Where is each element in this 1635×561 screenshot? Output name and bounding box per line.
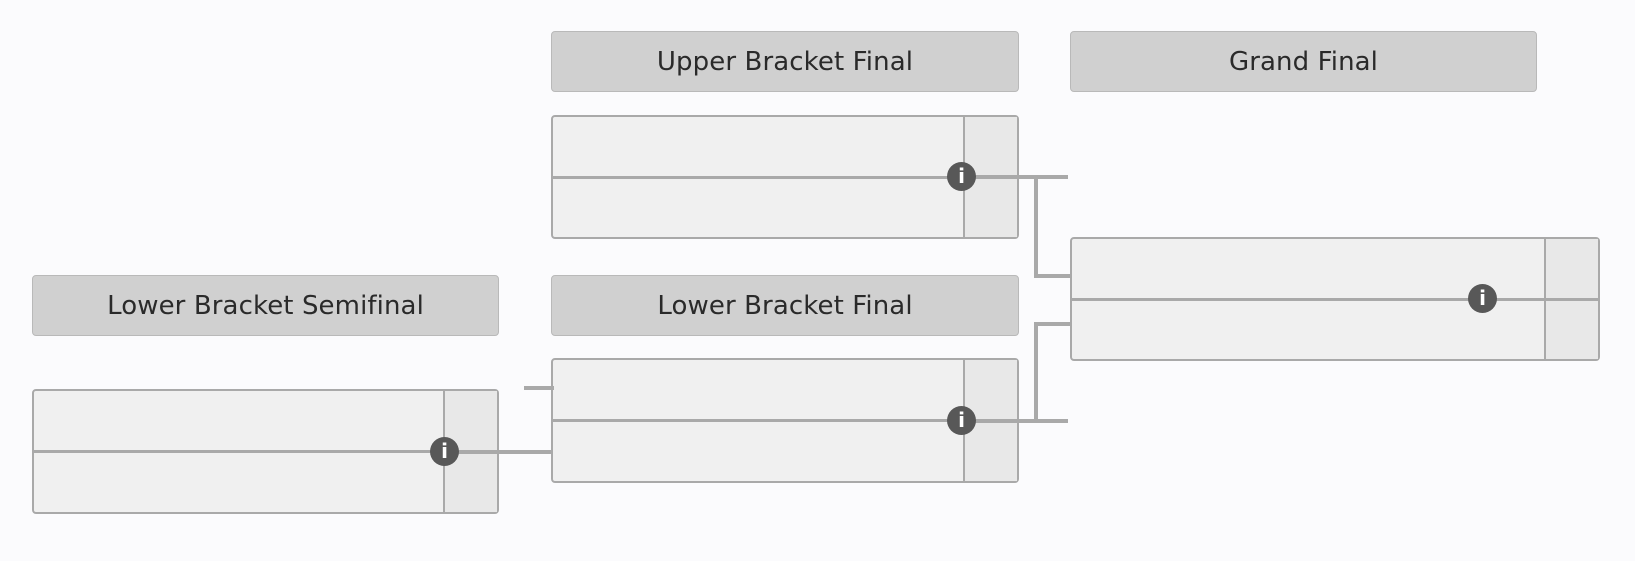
match-grand-final[interactable]: i bbox=[1070, 237, 1600, 361]
round-header-label: Grand Final bbox=[1228, 46, 1379, 77]
match-slot-score bbox=[1544, 239, 1598, 298]
connector-ubf-to-gf-horizontal-in bbox=[1034, 274, 1072, 278]
match-slot-bottom[interactable] bbox=[34, 453, 497, 512]
connector-lbf-to-gf-horizontal-in bbox=[1034, 322, 1072, 326]
match-slot-score bbox=[963, 360, 1017, 419]
match-slot-team-name bbox=[553, 179, 963, 238]
round-header-upper-bracket-final: Upper Bracket Final bbox=[551, 31, 1019, 92]
round-header-label: Lower Bracket Semifinal bbox=[107, 290, 424, 321]
match-slot-bottom[interactable] bbox=[553, 178, 1017, 238]
match-info-icon-glyph: i bbox=[1479, 285, 1486, 310]
match-slot-team-name bbox=[34, 453, 443, 512]
match-slot-top[interactable] bbox=[34, 391, 497, 453]
match-slot-team-name bbox=[34, 391, 443, 450]
match-slot-top[interactable] bbox=[553, 360, 1017, 422]
match-lower-bracket-semifinal[interactable]: i bbox=[32, 389, 499, 514]
connector-ubf-to-gf-horizontal-out bbox=[963, 175, 1068, 179]
match-slot-score bbox=[963, 178, 1017, 237]
match-slot-bottom[interactable] bbox=[553, 422, 1017, 481]
match-info-icon[interactable]: i bbox=[1468, 284, 1497, 313]
connector-lbf-to-gf-horizontal-out bbox=[963, 419, 1068, 423]
match-lower-bracket-final[interactable]: i bbox=[551, 358, 1019, 483]
round-header-lower-bracket-semifinal: Lower Bracket Semifinal bbox=[32, 275, 499, 336]
match-upper-bracket-final[interactable]: i bbox=[551, 115, 1019, 239]
round-header-label: Upper Bracket Final bbox=[656, 46, 914, 77]
match-slot-team-name bbox=[553, 360, 963, 419]
round-header-lower-bracket-final: Lower Bracket Final bbox=[551, 275, 1019, 336]
round-header-label: Lower Bracket Final bbox=[657, 290, 913, 321]
connector-lbf-top-slot-stub bbox=[524, 386, 554, 390]
match-info-icon-glyph: i bbox=[958, 407, 965, 432]
connector-ubf-to-gf-vertical bbox=[1034, 175, 1038, 276]
match-info-icon-glyph: i bbox=[441, 438, 448, 463]
round-header-grand-final: Grand Final bbox=[1070, 31, 1537, 92]
match-slot-top[interactable] bbox=[1072, 239, 1598, 301]
match-info-icon[interactable]: i bbox=[947, 162, 976, 191]
match-info-icon-glyph: i bbox=[958, 163, 965, 188]
match-info-icon[interactable]: i bbox=[430, 437, 459, 466]
match-info-icon[interactable]: i bbox=[947, 406, 976, 435]
match-slot-score bbox=[443, 391, 497, 450]
match-slot-score bbox=[963, 422, 1017, 481]
match-slot-bottom[interactable] bbox=[1072, 300, 1598, 359]
connector-lbsf-to-lbf-horizontal bbox=[444, 450, 553, 454]
match-slot-top[interactable] bbox=[553, 117, 1017, 179]
match-slot-score bbox=[1544, 300, 1598, 359]
match-slot-team-name bbox=[553, 117, 963, 176]
connector-lbf-to-gf-vertical bbox=[1034, 322, 1038, 423]
match-slot-team-name bbox=[553, 422, 963, 481]
